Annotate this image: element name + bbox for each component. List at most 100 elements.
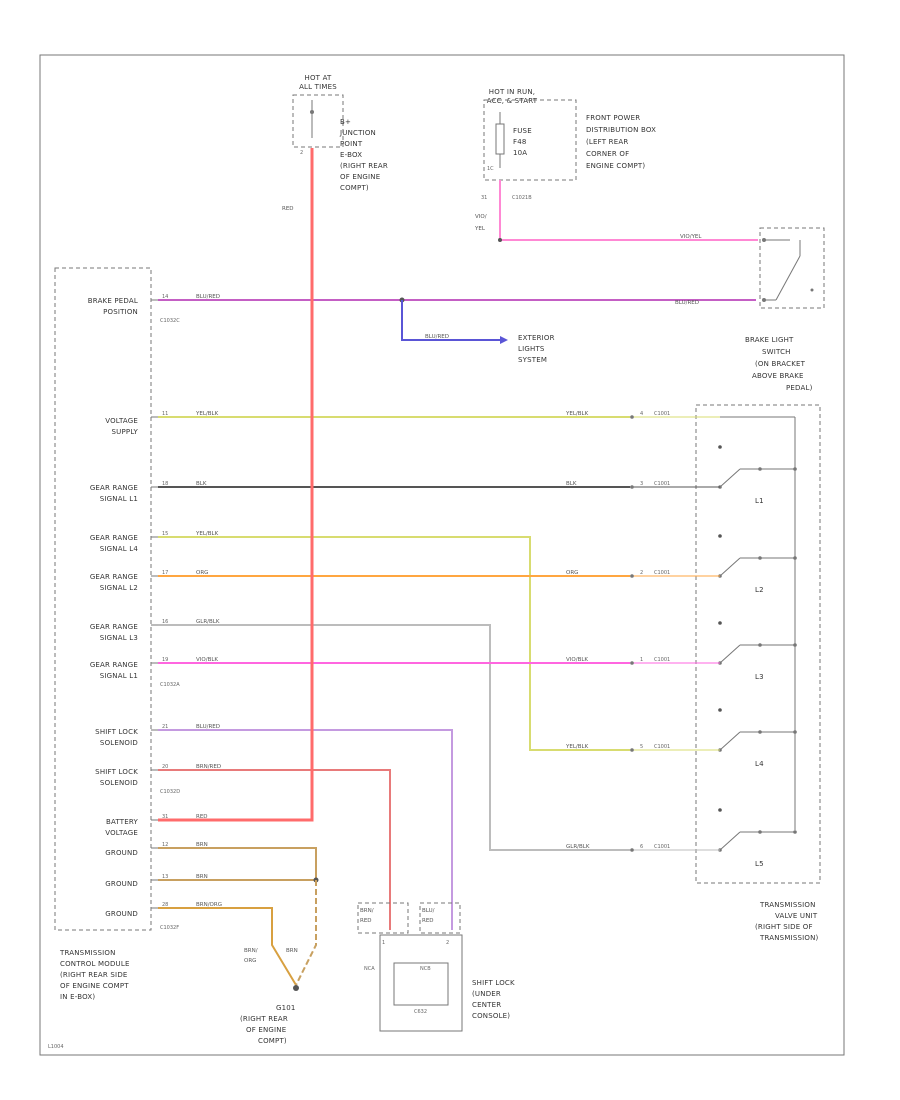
wire-l4 bbox=[158, 536, 630, 751]
tcm-pin: 11 bbox=[162, 411, 168, 417]
tcm-input-label: GROUND bbox=[105, 910, 138, 918]
tvu-connector: C1001 bbox=[654, 570, 670, 576]
battery-source-line-1: HOT AT bbox=[305, 74, 333, 82]
tcm-pin: 21 bbox=[162, 724, 168, 730]
tcm-input-label: GEAR RANGE bbox=[90, 534, 138, 542]
ext-line-2: LIGHTS bbox=[518, 345, 545, 353]
tvu-contact bbox=[718, 621, 722, 625]
tvu-pin-dot bbox=[630, 415, 634, 419]
bls-line-1: BRAKE LIGHT bbox=[745, 336, 794, 344]
tcm-input-label: POSITION bbox=[103, 308, 138, 316]
tvu-node bbox=[758, 556, 762, 560]
tvu-wire-label: GLR/BLK bbox=[566, 844, 590, 850]
tcm-input-label: SOLENOID bbox=[100, 779, 138, 787]
tcm-pin: 16 bbox=[162, 619, 168, 625]
red-wire-label: RED bbox=[282, 206, 294, 212]
tvu-switch-arm bbox=[719, 557, 741, 577]
tcm-wire-label: BLU/RED bbox=[196, 724, 220, 730]
tcm-pin: 15 bbox=[162, 531, 168, 537]
sl-wire-left-1: BRN/ bbox=[360, 908, 374, 914]
ground-point bbox=[293, 985, 299, 991]
tvu-node bbox=[758, 830, 762, 834]
fuse-wire-label-2: YEL bbox=[474, 226, 486, 232]
tcm-input-label: SIGNAL L4 bbox=[100, 545, 139, 553]
tvu-wire-label: ORG bbox=[566, 570, 578, 576]
tvu-node bbox=[758, 730, 762, 734]
fuse-connector: C1021B bbox=[512, 195, 532, 201]
tvu-wire-label: BLK bbox=[566, 481, 577, 487]
tcm-input-label: VOLTAGE bbox=[105, 417, 138, 425]
pdb-line-5: ENGINE COMPT) bbox=[586, 162, 645, 170]
sl-line-2: (UNDER bbox=[472, 990, 501, 998]
battery-source-line-2: ALL TIMES bbox=[299, 83, 337, 91]
pdb-line-1: FRONT POWER bbox=[586, 114, 640, 122]
brake-light-switch bbox=[759, 227, 825, 309]
sl-line-1: SHIFT LOCK bbox=[472, 979, 515, 987]
tcm-input-label: SIGNAL L3 bbox=[100, 634, 138, 642]
blu-red-label: BLU/RED bbox=[675, 300, 699, 306]
tvu-rail-node bbox=[793, 730, 797, 734]
jb-line-5: (RIGHT REAR bbox=[340, 162, 388, 170]
tcm-input-label: SIGNAL L2 bbox=[100, 584, 138, 592]
jb-line-2: JUNCTION bbox=[339, 129, 376, 137]
tvu-connector: C1001 bbox=[654, 411, 670, 417]
tvu-rail-node bbox=[793, 830, 797, 834]
tvu-outline bbox=[695, 404, 821, 884]
sl-pin-1: 1 bbox=[382, 940, 385, 946]
tcm-input-label: GEAR RANGE bbox=[90, 573, 138, 581]
tcm-wire-label: YEL/BLK bbox=[195, 531, 219, 537]
sl-pin-nca: NCA bbox=[364, 966, 375, 972]
wire-shift-lock-brn bbox=[158, 769, 391, 930]
tcm-pin: 20 bbox=[162, 764, 168, 770]
sl-inner: C632 bbox=[414, 1009, 427, 1015]
tvu-connector: C1001 bbox=[654, 844, 670, 850]
tcm-wire-label: VIO/BLK bbox=[196, 657, 218, 663]
tcm-title: TRANSMISSION CONTROL MODULE (RIGHT REAR … bbox=[59, 949, 129, 1001]
tvu-contact bbox=[718, 808, 722, 812]
bls-line-4: ABOVE BRAKE bbox=[752, 372, 804, 380]
gs-line-4: COMPT) bbox=[258, 1037, 287, 1045]
gs-line-1: G101 bbox=[276, 1004, 296, 1012]
gs-wire-1: BRN/ bbox=[244, 948, 258, 954]
bls-line-3: (ON BRACKET bbox=[755, 360, 806, 368]
fuse-source-line-1: HOT IN RUN, bbox=[489, 88, 535, 96]
tvu-contact bbox=[718, 445, 722, 449]
tvu-contact bbox=[718, 708, 722, 712]
tcm-pin: 28 bbox=[162, 902, 168, 908]
tvu-pin: 1 bbox=[640, 657, 643, 663]
vio-yel-label: VIO/YEL bbox=[680, 234, 702, 240]
tvu-switch-label: L3 bbox=[755, 673, 764, 681]
tcm-input-label: GROUND bbox=[105, 880, 138, 888]
wire-exterior-lights bbox=[401, 300, 506, 341]
tcm-connector: C1032C bbox=[160, 318, 180, 324]
gs-line-2: (RIGHT REAR bbox=[240, 1015, 288, 1023]
jb-line-4: E-BOX bbox=[340, 151, 362, 159]
tcm-pin: 18 bbox=[162, 481, 168, 487]
tvu-label: TRANSMISSION VALVE UNIT (RIGHT SIDE OF T… bbox=[755, 901, 818, 942]
gs-line-3: OF ENGINE bbox=[246, 1026, 286, 1034]
tcm-input-label: SHIFT LOCK bbox=[95, 768, 138, 776]
wire-vio-yel bbox=[499, 180, 758, 241]
tcm-wire-label: GLR/BLK bbox=[196, 619, 220, 625]
pdb-line-2: DISTRIBUTION BOX bbox=[586, 126, 656, 134]
tvu-line-2: VALVE UNIT bbox=[775, 912, 818, 920]
tvu-rail-node bbox=[793, 467, 797, 471]
tvu-wire-label: YEL/BLK bbox=[565, 411, 589, 417]
fuse-source: HOT IN RUN, ACC, & START FUSE F48 10A 1C… bbox=[474, 88, 577, 232]
tcm-wire-label: BRN/RED bbox=[196, 764, 221, 770]
ext-line-3: SYSTEM bbox=[518, 356, 547, 364]
tcm-title-4: OF ENGINE COMPT bbox=[60, 982, 129, 990]
diagram-frame bbox=[39, 54, 845, 1056]
tcm-input-label: GEAR RANGE bbox=[90, 661, 138, 669]
fuse-pin-31: 31 bbox=[481, 195, 487, 201]
tvu-connector: C1001 bbox=[654, 744, 670, 750]
wire-ground-merge bbox=[295, 880, 317, 986]
tvu-wire-label: VIO/BLK bbox=[566, 657, 588, 663]
tcm-wire-label: RED bbox=[196, 814, 208, 820]
tvu-switch-label: L5 bbox=[755, 860, 764, 868]
tcm-input-label: SIGNAL L1 bbox=[100, 495, 138, 503]
wire-ground-3 bbox=[158, 907, 297, 986]
